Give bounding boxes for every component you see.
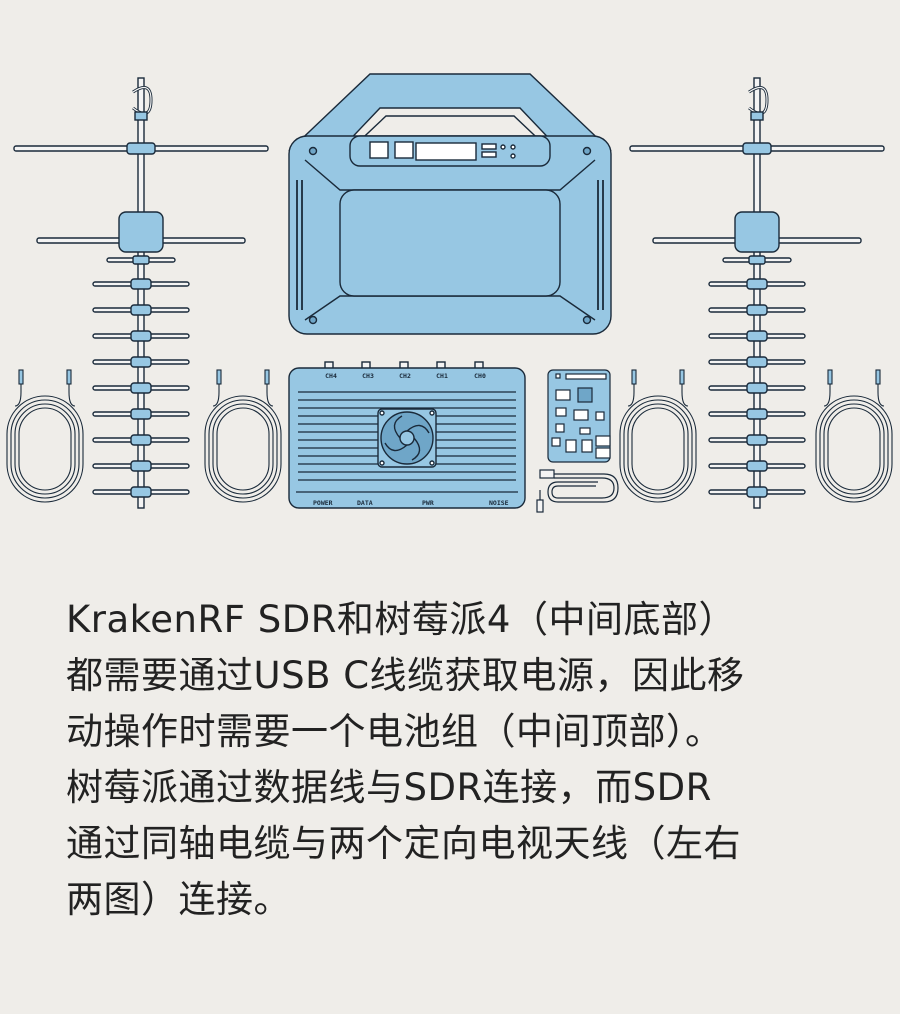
port-label: NOISE (489, 499, 509, 507)
caption-line: 动操作时需要一个电池组（中间顶部）。 (66, 710, 723, 753)
channel-label: CH4 (325, 372, 337, 380)
channel-label: CH0 (474, 372, 486, 380)
coax-cable-left-inner (204, 369, 282, 503)
yagi-antenna-left (14, 78, 268, 508)
port-label: PWR (422, 499, 434, 507)
coax-cable-right-outer (815, 369, 893, 503)
yagi-antenna-right (630, 78, 884, 508)
usb-c-data-cable (536, 469, 619, 513)
sdr-channel-labels: CH4 CH3 CH2 CH1 CH0 (325, 372, 486, 380)
caption-line: 都需要通过USB C线缆获取电源，因此移 (66, 654, 745, 697)
hardware-illustration: CH4 CH3 CH2 CH1 CH0 POWER DATA PWR NOISE (6, 73, 893, 513)
caption-text: KrakenRF SDR和树莓派4（中间底部） 都需要通过USB C线缆获取电源… (66, 592, 866, 928)
raspberry-pi-4 (547, 369, 611, 463)
caption-line: 树莓派通过数据线与SDR连接，而SDR (66, 766, 712, 809)
port-label: DATA (357, 499, 373, 507)
port-label: POWER (313, 499, 333, 507)
krakenrf-sdr (288, 361, 526, 509)
caption-line: 两图）连接。 (66, 878, 291, 921)
caption-line: 通过同轴电缆与两个定向电视天线（左右 (66, 822, 741, 865)
channel-label: CH2 (399, 372, 411, 380)
battery-pack (288, 73, 612, 335)
caption-line: KrakenRF SDR和树莓派4（中间底部） (66, 598, 736, 641)
channel-label: CH3 (362, 372, 374, 380)
channel-label: CH1 (436, 372, 448, 380)
sdr-port-labels: POWER DATA PWR NOISE (313, 499, 509, 507)
coax-cable-right-inner (619, 369, 697, 503)
coax-cable-left-outer (6, 369, 84, 503)
